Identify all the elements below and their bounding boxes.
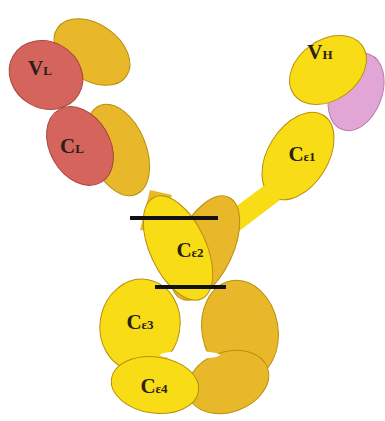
domain-label: CL [60, 136, 84, 157]
domain-label: Cε1 [288, 144, 315, 165]
domain-label: Cε3 [126, 312, 153, 333]
domain-label: Cε2 [176, 240, 203, 261]
domain-label: Cε4 [140, 376, 167, 397]
domain-label: VL [28, 58, 52, 79]
domain-label: VH [307, 42, 332, 63]
